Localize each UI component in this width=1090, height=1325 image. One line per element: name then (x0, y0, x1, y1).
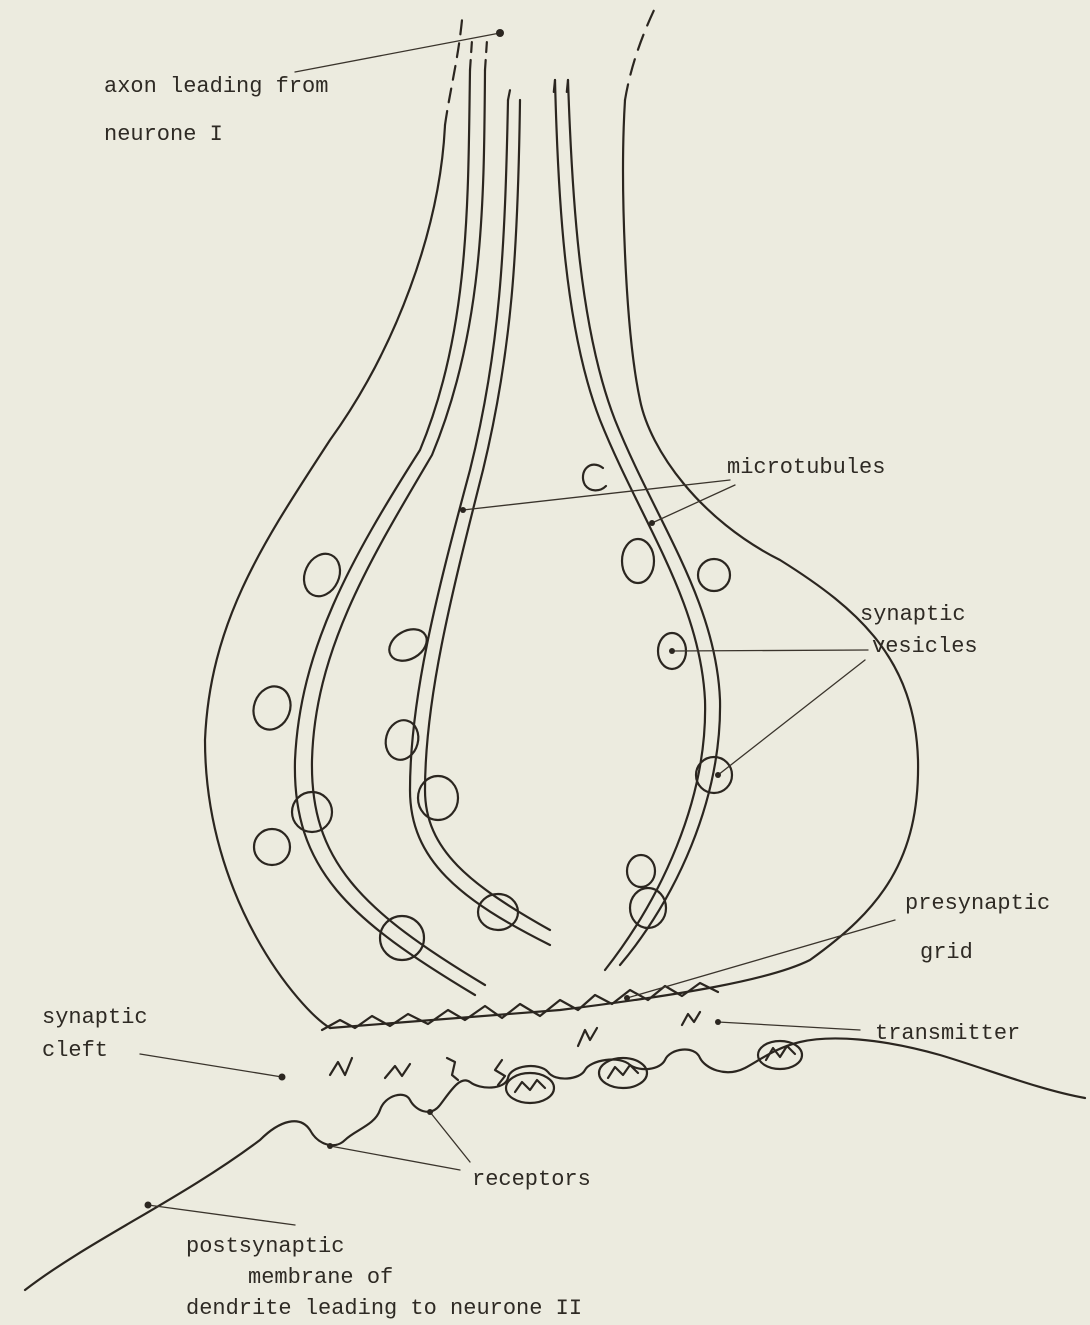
label-presynaptic-line1: presynaptic (905, 891, 1050, 916)
label-receptors: receptors (472, 1167, 591, 1192)
label-microtubules: microtubules (727, 455, 885, 480)
label-cleft-line1: synaptic (42, 1005, 148, 1030)
label-transmitter: transmitter (875, 1021, 1020, 1046)
label-vesicles-line2: vesicles (872, 634, 978, 659)
label-axon-line1: axon leading from (104, 74, 328, 99)
label-postsynaptic-line1: postsynaptic (186, 1234, 344, 1259)
postsynaptic-membrane (25, 1038, 1085, 1290)
labels: axon leading from neurone I microtubules… (42, 74, 1050, 1321)
receptors (506, 1041, 802, 1103)
label-postsynaptic-line3: dendrite leading to neurone II (186, 1296, 582, 1321)
label-presynaptic-line2: grid (920, 940, 973, 965)
presynaptic-knob-outline (205, 8, 918, 1028)
label-vesicles-line1: synaptic (860, 602, 966, 627)
label-cleft-line2: cleft (42, 1038, 108, 1063)
microtubule-right (553, 80, 720, 970)
label-axon-line2: neurone I (104, 122, 223, 147)
label-postsynaptic-line2: membrane of (248, 1265, 393, 1290)
